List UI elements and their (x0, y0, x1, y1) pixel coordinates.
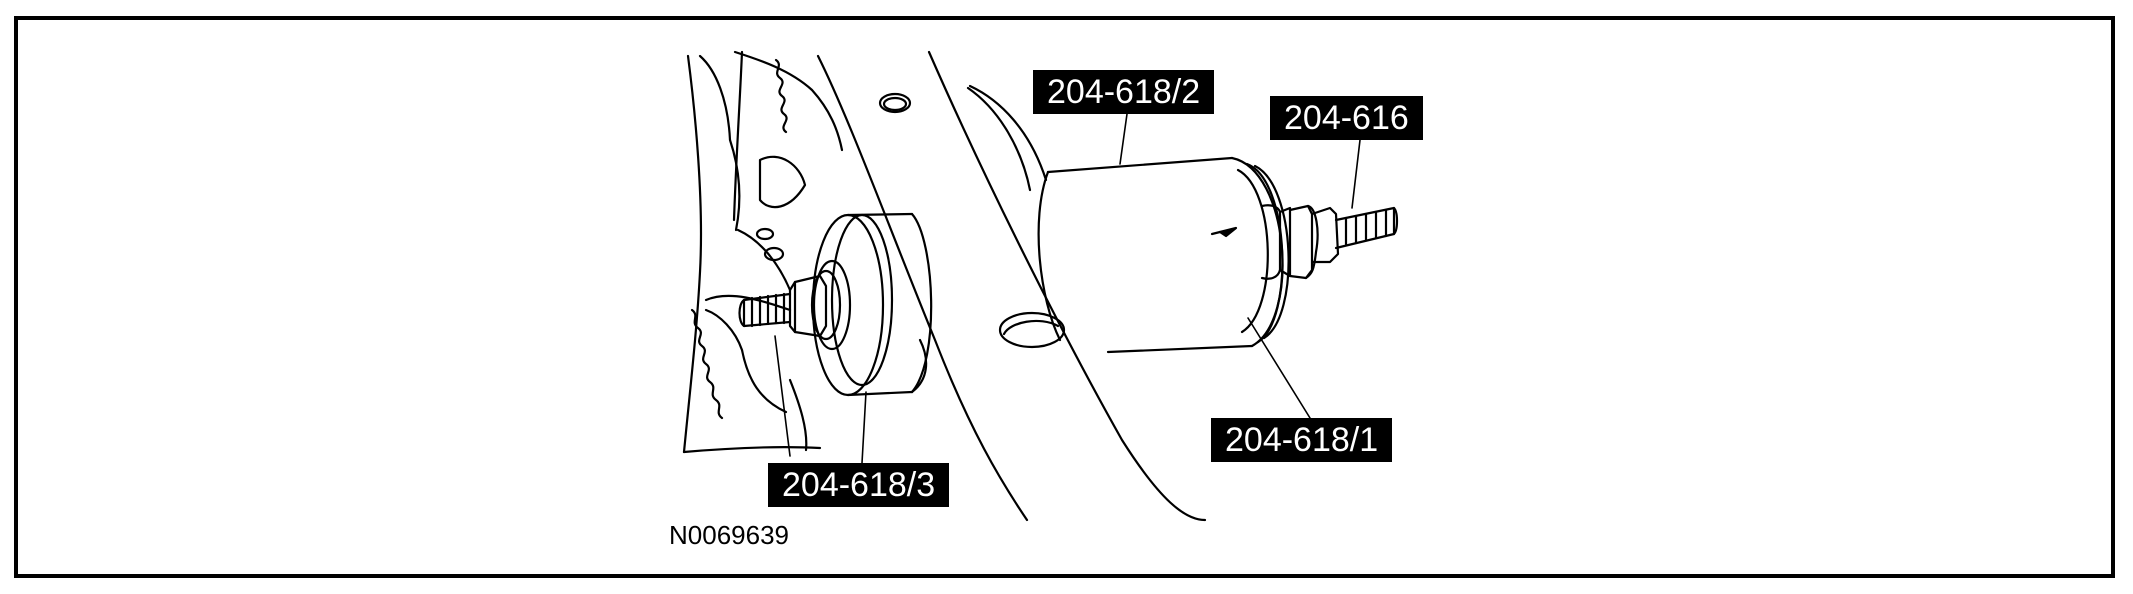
callout-tool-204-618-1: 204-618/1 (1211, 418, 1393, 462)
frame-rail (816, 50, 1207, 522)
callout-tool-204-618-2: 204-618/2 (1033, 70, 1215, 114)
leader-lines (774, 113, 1361, 464)
callout-tool-204-618-3: 204-618/3 (768, 463, 950, 507)
callout-tool-204-616: 204-616 (1270, 96, 1423, 140)
forcing-screw (1260, 204, 1399, 280)
adapter-cup (738, 212, 933, 397)
figure-id-label: N0069639 (669, 520, 789, 550)
receiver-cylinder (1037, 156, 1290, 354)
knuckle-outline (682, 50, 844, 454)
